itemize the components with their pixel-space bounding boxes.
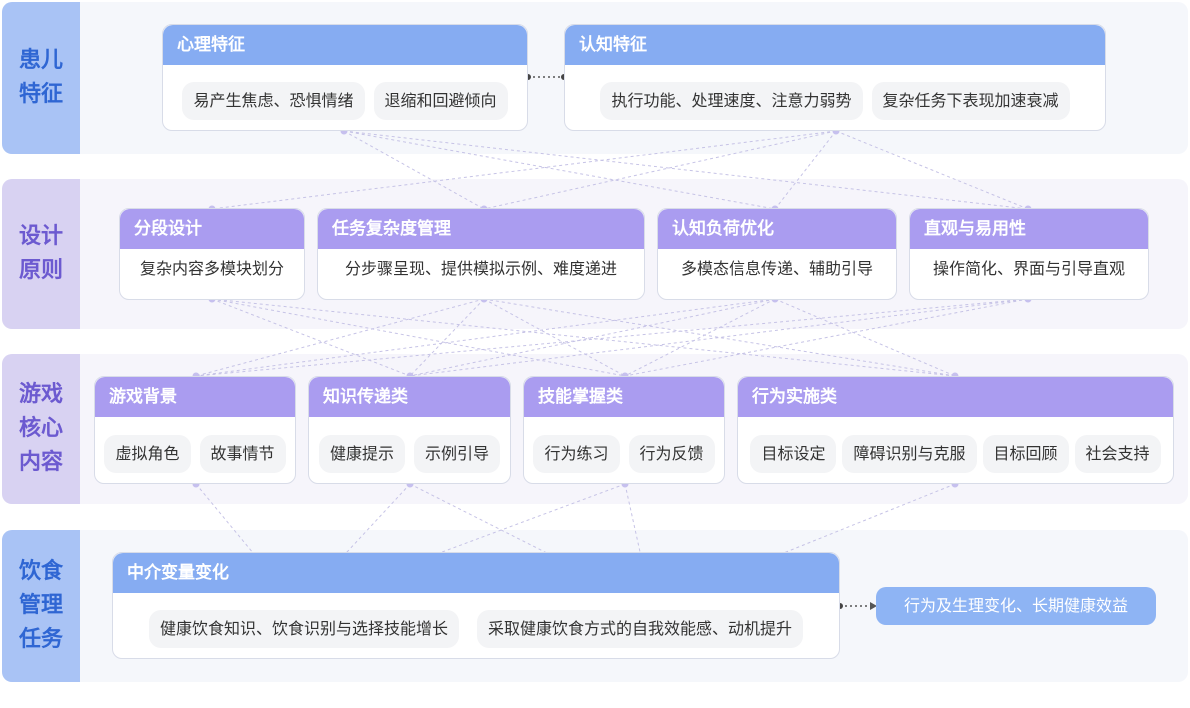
card-cognitive-load: 认知负荷优化 多模态信息传递、辅助引导 (657, 208, 897, 300)
card-title: 分段设计 (120, 209, 304, 249)
card-text: 多模态信息传递、辅助引导 (680, 259, 873, 278)
card-skill-mastery: 技能掌握类 行为练习 行为反馈 (523, 376, 725, 484)
card-title: 认知负荷优化 (658, 209, 896, 249)
card-title: 行为实施类 (738, 377, 1173, 417)
card-title: 技能掌握类 (524, 377, 724, 417)
card-cognitive-features: 认知特征 执行功能、处理速度、注意力弱势 复杂任务下表现加速衰减 (564, 24, 1106, 131)
pill-item: 健康饮食知识、饮食识别与选择技能增长 (148, 610, 459, 648)
pill-item: 健康提示 (318, 435, 405, 473)
card-behavior-implementation: 行为实施类 目标设定 障碍识别与克服 目标回顾 社会支持 (737, 376, 1174, 484)
card-title: 认知特征 (565, 25, 1105, 65)
pill-item: 障碍识别与克服 (842, 435, 977, 473)
pill-item: 复杂任务下表现加速衰减 (871, 82, 1070, 120)
card-title: 游戏背景 (95, 377, 295, 417)
card-game-background: 游戏背景 虚拟角色 故事情节 (94, 376, 296, 484)
card-title: 中介变量变化 (113, 553, 839, 593)
card-title: 心理特征 (163, 25, 527, 65)
pill-item: 退缩和回避倾向 (373, 82, 508, 120)
pill-item: 社会支持 (1074, 435, 1161, 473)
card-text: 复杂内容多模块划分 (139, 259, 284, 278)
card-task-complexity: 任务复杂度管理 分步骤呈现、提供模拟示例、难度递进 (317, 208, 645, 300)
card-text: 操作简化、界面与引导直观 (932, 259, 1125, 278)
card-title: 任务复杂度管理 (318, 209, 644, 249)
card-title: 直观与易用性 (910, 209, 1148, 249)
pill-item: 目标设定 (750, 435, 837, 473)
band-label-patient-features: 患儿特征 (2, 2, 80, 154)
pill-item: 行为反馈 (628, 435, 715, 473)
band-label-design-principles: 设计原则 (2, 179, 80, 329)
pill-item: 示例引导 (414, 435, 501, 473)
pill-item: 虚拟角色 (104, 435, 191, 473)
pill-item: 目标回顾 (982, 435, 1069, 473)
band-label-diet-management: 饮食管理任务 (2, 530, 80, 682)
card-knowledge-transfer: 知识传递类 健康提示 示例引导 (308, 376, 511, 484)
pill-item: 执行功能、处理速度、注意力弱势 (600, 82, 863, 120)
card-mediator-change: 中介变量变化 健康饮食知识、饮食识别与选择技能增长 采取健康饮食方式的自我效能感… (112, 552, 840, 659)
card-title: 知识传递类 (309, 377, 510, 417)
card-usability: 直观与易用性 操作简化、界面与引导直观 (909, 208, 1149, 300)
band-label-game-core-content: 游戏核心内容 (2, 354, 80, 504)
card-text: 分步骤呈现、提供模拟示例、难度递进 (344, 259, 617, 278)
outcome-box: 行为及生理变化、长期健康效益 (876, 587, 1156, 625)
pill-item: 故事情节 (199, 435, 286, 473)
pill-item: 易产生焦虑、恐惧情绪 (182, 82, 365, 120)
card-psych-features: 心理特征 易产生焦虑、恐惧情绪 退缩和回避倾向 (162, 24, 528, 131)
pill-item: 行为练习 (533, 435, 620, 473)
pill-item: 采取健康饮食方式的自我效能感、动机提升 (477, 610, 804, 648)
card-segment-design: 分段设计 复杂内容多模块划分 (119, 208, 305, 300)
